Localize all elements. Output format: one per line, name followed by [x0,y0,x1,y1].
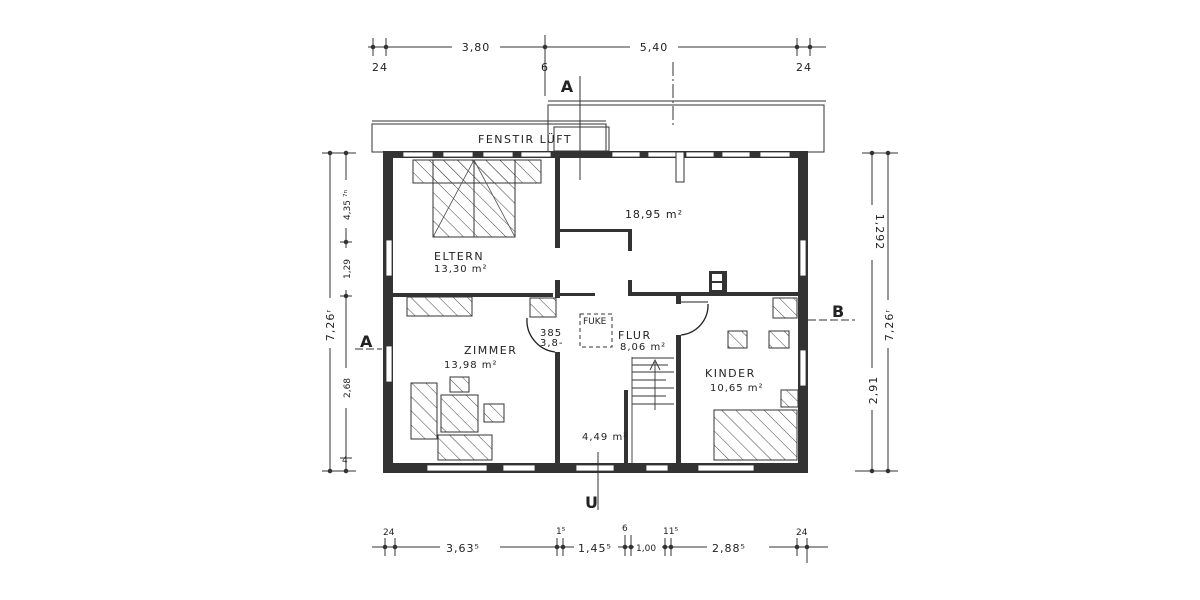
dim-left-total: 7,26ʳ [324,309,337,341]
dim-bottom-seg1: 3,63⁵ [446,542,480,555]
bottom-windows [426,464,755,472]
room-area-zimmer: 13,98 m² [444,360,498,371]
chimney-flue [712,274,722,281]
roof-outline [371,100,826,153]
dim-right-lower: 2,91 [867,376,880,405]
section-marker-bottom: U [585,493,598,512]
dim-top-right-wall: 24 [796,61,812,74]
room-name-zimmer: ZIMMER [464,344,517,357]
room-area-kinder: 10,65 m² [710,383,764,394]
dim-bottom-seg2: 1,45⁵ [578,542,612,555]
room-area-eltern: 13,30 m² [434,264,488,275]
room-area-flur: 8,06 m² [620,342,666,353]
interior-walls [393,158,798,465]
dim-bottom-seg4: 2,88⁵ [712,542,746,555]
dim-top-left-wall: 24 [372,61,388,74]
note-fenstir-luft: FENSTIR LÜFT [478,133,572,146]
dimension-top [368,35,826,125]
side-windows [385,239,807,387]
dim-bottom-wall3: 11⁵ [663,527,678,537]
vent-shaft [675,151,685,183]
dim-right-upper: 1,292 [873,214,886,251]
chimney-flue [712,283,722,290]
section-marker-a-top: A [561,77,574,96]
dim-bottom-wall1: 1⁵ [556,527,566,537]
room-name-eltern: ELTERN [434,250,484,263]
door-dim-top: 385 [540,328,562,339]
room-name-flur: FLUR [618,329,652,342]
furniture [406,159,799,461]
section-marker-a-left: A [360,332,373,351]
top-windows [402,151,791,158]
dim-left-lower: 2,68 [343,378,353,398]
storage-box [579,313,613,348]
dim-bottom-left-wall: 24 [383,528,395,538]
room-area-bath: 4,49 m² [582,432,628,443]
storage-label: FUKE [583,317,607,327]
dim-bottom-wall2: 6 [622,524,628,534]
dim-top-inner-wall: 6 [541,61,549,74]
dim-top-seg1: 3,80 [462,41,491,54]
bed-markings [432,159,516,238]
staircase [631,357,674,464]
door-dim-bottom: 3,8- [540,338,564,349]
dim-left-bottom: 4 [342,456,348,466]
dim-top-seg2: 5,40 [640,41,669,54]
dim-bottom-right-wall: 24 [796,528,808,538]
section-marker-b: B [832,302,844,321]
dim-left-upper: 4,35 ⁷ⁿ [343,190,353,221]
room-name-kinder: KINDER [705,367,756,380]
dim-left-middle: 1,29 [343,259,353,279]
room-area-living: 18,95 m² [625,208,683,221]
doors [526,301,709,353]
dim-right-total: 7,26ʳ [883,309,896,341]
dim-bottom-seg3: 1,00 [636,544,656,554]
